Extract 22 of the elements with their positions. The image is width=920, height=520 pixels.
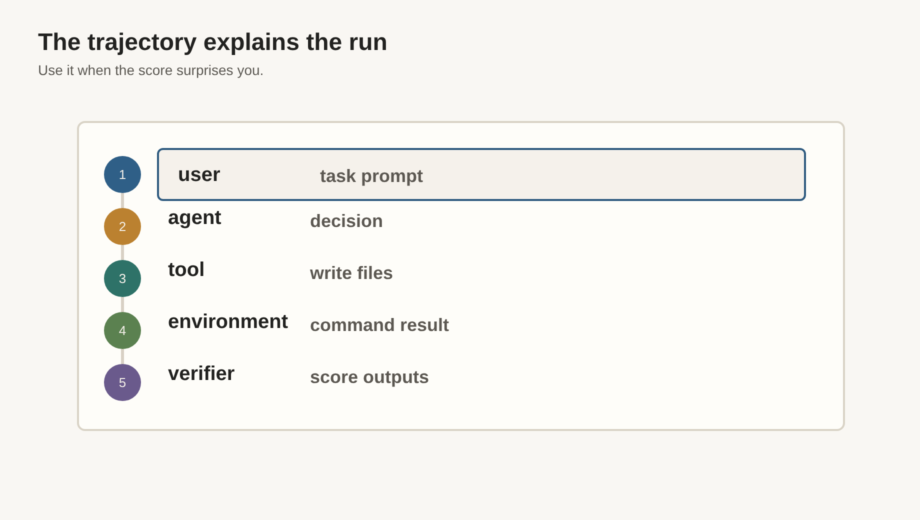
role-label: agent — [168, 206, 222, 230]
title: The trajectory explains the run — [38, 29, 388, 57]
role-label: environment — [168, 310, 288, 334]
step-description: task prompt — [320, 165, 424, 187]
role-label: tool — [168, 258, 205, 282]
step-description: command result — [310, 314, 450, 336]
role-label: verifier — [168, 362, 235, 386]
connector-line — [121, 349, 124, 364]
step-number: 5 — [118, 374, 126, 390]
connector-line — [121, 297, 124, 312]
step-number: 1 — [118, 166, 126, 182]
step-number: 4 — [118, 322, 126, 338]
subtitle: Use it when the score surprises you. — [38, 61, 264, 79]
step-description: score outputs — [310, 366, 430, 388]
step-description: write files — [310, 262, 394, 284]
step-number: 3 — [118, 270, 126, 286]
role-label: user — [178, 162, 220, 186]
highlighted-step — [157, 148, 806, 201]
connector-line — [121, 245, 124, 260]
step-description: decision — [310, 210, 384, 232]
step-number: 2 — [118, 218, 126, 234]
connector-line — [121, 193, 124, 208]
